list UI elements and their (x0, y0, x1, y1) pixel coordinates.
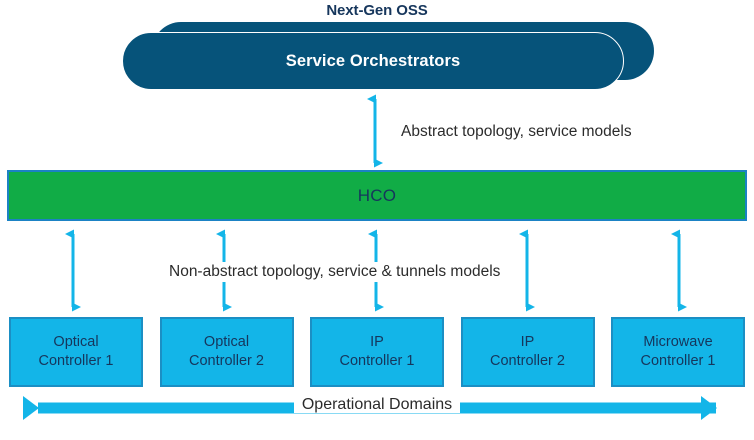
controller-box-optical-1[interactable]: Optical Controller 1 (9, 317, 143, 387)
hco-node[interactable]: HCO (7, 170, 747, 221)
controller-label-line1: IP (370, 333, 384, 350)
controller-label-line1: IP (520, 333, 535, 350)
controller-label-line2: Controller 1 (339, 353, 415, 369)
controller-label-line1: Microwave (643, 333, 713, 350)
controller-label-line2: Controller 2 (189, 353, 264, 369)
page-title: Next-Gen OSS (326, 2, 428, 19)
label-abstract-topology: Abstract topology, service models (401, 123, 632, 140)
controller-box-microwave-1[interactable]: Microwave Controller 1 (611, 317, 745, 387)
label-non-abstract-topology: Non-abstract topology, service & tunnels… (164, 262, 506, 282)
label-operational-domains: Operational Domains (293, 396, 461, 413)
controller-box-ip-1[interactable]: IP Controller 1 (310, 317, 444, 387)
label-operational-domains-wrap: Operational Domains (0, 396, 754, 414)
controller-label-line1: Optical (53, 333, 99, 350)
controller-label-line2: Controller 1 (640, 353, 716, 369)
controller-label-line2: Controller 1 (38, 353, 114, 369)
controller-label-line1: Optical (203, 333, 250, 350)
hco-label: HCO (357, 185, 397, 205)
service-orchestrators-node[interactable]: Service Orchestrators (122, 32, 624, 90)
controller-label-line2: Controller 2 (490, 353, 565, 369)
controller-row: Optical Controller 1 Optical Controller … (9, 317, 745, 387)
controller-box-ip-2[interactable]: IP Controller 2 (460, 317, 595, 387)
service-orchestrators-label: Service Orchestrators (285, 51, 461, 70)
controller-box-optical-2[interactable]: Optical Controller 2 (159, 317, 294, 387)
